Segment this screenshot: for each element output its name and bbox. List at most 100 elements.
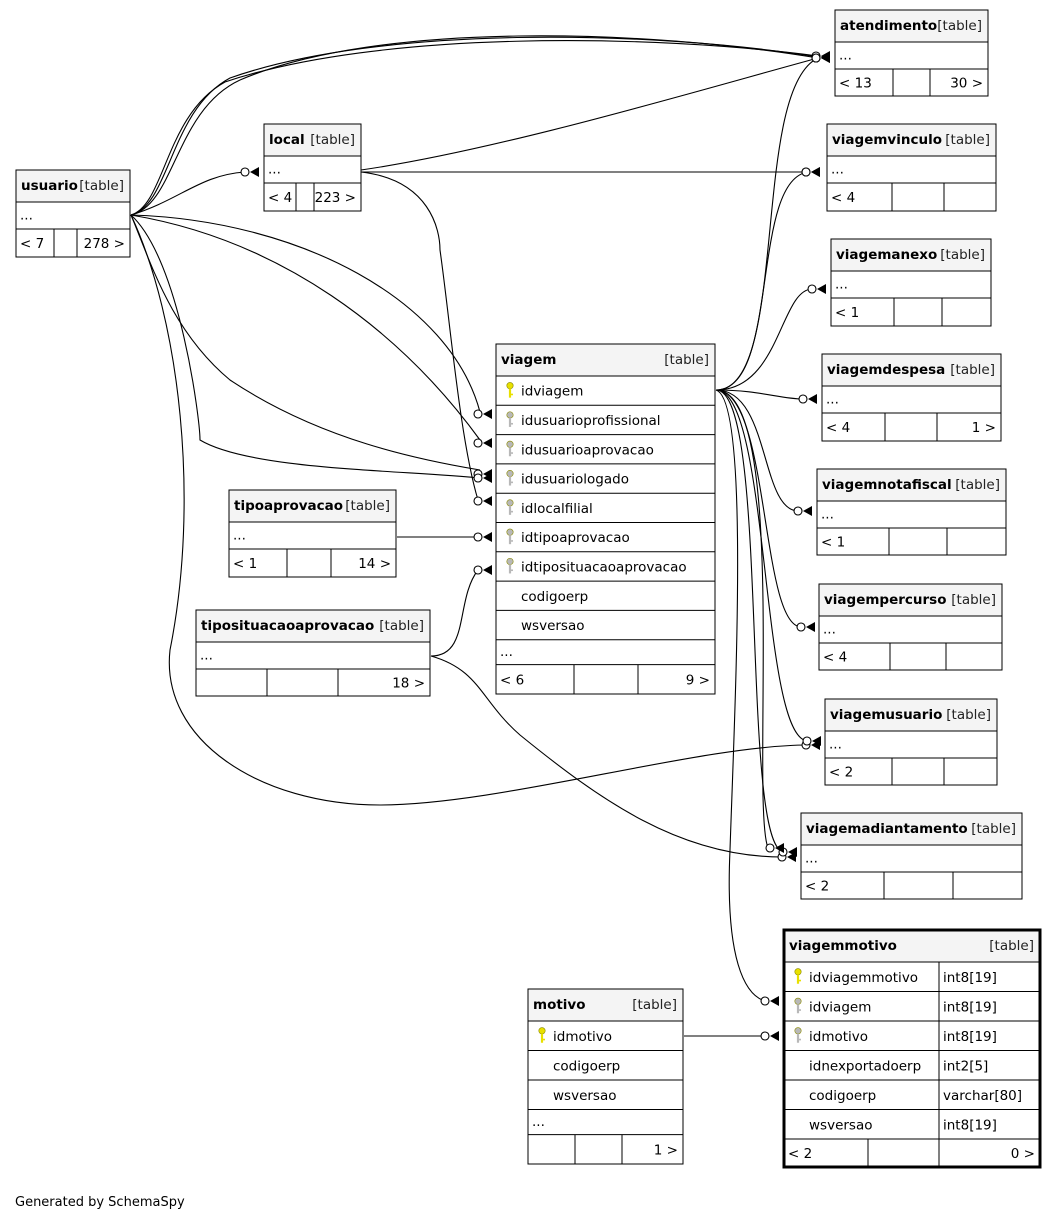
parents-count[interactable]: < 1 (821, 535, 845, 551)
foreign-key-icon (506, 528, 514, 545)
relationship-edge (130, 214, 492, 483)
column-name: idviagemmotivo (809, 970, 918, 986)
parents-count[interactable]: < 7 (20, 236, 44, 252)
column-row[interactable]: idviagemmotivo int8[19] (794, 968, 997, 986)
many-marker (775, 843, 784, 853)
parents-count[interactable]: < 4 (823, 650, 847, 666)
rows-count[interactable]: 9 > (686, 672, 710, 688)
foreign-key-icon (506, 411, 514, 427)
table-title: atendimento (840, 18, 937, 34)
optional-marker (473, 473, 483, 483)
table-title: motivo (533, 997, 586, 1013)
parents-count[interactable]: < 1 (835, 305, 859, 321)
table-viagemanexo[interactable]: viagemanexo[table]...< 1 (830, 238, 992, 327)
column-row[interactable]: codigoerp (521, 589, 588, 605)
table-viagemadiantamento[interactable]: viagemadiantamento[table]...< 2 (800, 812, 1023, 900)
table-viagemnotafiscal[interactable]: viagemnotafiscal[table]...< 1 (816, 468, 1007, 556)
parents-count[interactable]: < 2 (805, 879, 829, 895)
column-row[interactable]: idusuariologado (506, 470, 629, 488)
table-viagempercurso[interactable]: viagempercurso[table]...< 4 (818, 583, 1003, 671)
table-motivo[interactable]: motivo[table]idmotivocodigoerpwsversao..… (527, 988, 684, 1165)
many-marker (483, 532, 492, 542)
column-row[interactable]: codigoerp (553, 1058, 620, 1074)
table-tiposituacaoaprovacao[interactable]: tiposituacaoaprovacao[table]...18 > (195, 609, 431, 697)
rows-count[interactable]: 30 > (950, 76, 983, 92)
parents-count[interactable]: < 2 (788, 1146, 812, 1162)
column-row[interactable]: idlocalfilial (506, 499, 593, 517)
column-row[interactable]: wsversao (553, 1088, 617, 1104)
optional-marker (798, 394, 808, 404)
primary-key-icon (506, 382, 514, 398)
column-row[interactable]: idusuarioprofissional (506, 411, 661, 429)
optional-marker (473, 409, 483, 419)
column-name: wsversao (553, 1088, 617, 1104)
rows-count[interactable]: 223 > (315, 190, 356, 206)
column-type: int8[19] (943, 999, 997, 1015)
column-name: idtipoaprovacao (521, 530, 630, 546)
relationship-edge (360, 171, 492, 506)
column-row[interactable]: idtipoaprovacao (506, 528, 630, 546)
more-columns-indicator: ... (823, 622, 836, 638)
optional-marker (473, 565, 483, 575)
column-row[interactable]: idviagem (506, 382, 584, 400)
column-row[interactable]: idmotivo (538, 1027, 612, 1045)
optional-marker (473, 496, 483, 506)
foreign-key-icon (506, 499, 514, 515)
table-viagemusuario[interactable]: viagemusuario[table]...< 2 (824, 698, 998, 786)
parents-count[interactable]: < 2 (829, 765, 853, 781)
column-name: idusuarioaprovacao (521, 442, 654, 458)
rows-count[interactable]: 1 > (972, 420, 996, 436)
rows-count[interactable]: 0 > (1011, 1146, 1035, 1162)
many-marker (817, 284, 826, 294)
parents-count[interactable]: < 4 (826, 420, 850, 436)
table-title: viagemvinculo (832, 132, 942, 148)
table-viagem[interactable]: viagem[table]idviagemidusuarioprofission… (495, 343, 716, 695)
column-row[interactable]: idusuarioaprovacao (506, 440, 654, 458)
foreign-key-icon (506, 557, 514, 574)
relationship-edge (715, 389, 821, 746)
optional-marker (811, 53, 821, 63)
more-columns-indicator: ... (268, 162, 281, 178)
column-type: int8[19] (943, 1117, 997, 1133)
rows-count[interactable]: 278 > (84, 236, 125, 252)
more-columns-indicator: ... (805, 851, 818, 867)
parents-count[interactable]: < 4 (831, 190, 855, 206)
table-type-tag: [table] (79, 178, 124, 194)
many-marker (812, 736, 821, 746)
optional-marker (807, 284, 817, 294)
parents-count[interactable]: < 4 (268, 190, 292, 206)
optional-marker (473, 532, 483, 542)
foreign-key-icon (794, 997, 802, 1014)
many-marker (483, 565, 492, 575)
relationship-edge (130, 35, 830, 216)
rows-count[interactable]: 1 > (654, 1142, 678, 1158)
parents-count[interactable]: < 13 (839, 76, 872, 92)
table-title: viagem (501, 352, 556, 368)
rows-count[interactable]: 14 > (358, 556, 391, 572)
rows-count[interactable]: 18 > (392, 676, 425, 692)
parents-count[interactable]: < 1 (233, 556, 257, 572)
table-title: viagempercurso (824, 592, 946, 608)
column-name: idlocalfilial (521, 501, 593, 517)
column-type: int8[19] (943, 970, 997, 986)
many-marker (483, 496, 492, 506)
column-row[interactable]: wsversao (521, 618, 585, 634)
many-marker (483, 409, 492, 419)
relationship-edge (360, 53, 830, 171)
column-row[interactable]: idtiposituacaoaprovacao (506, 557, 687, 575)
table-title: viagemadiantamento (806, 821, 968, 837)
table-viagemvinculo[interactable]: viagemvinculo[table]...< 4 (826, 123, 997, 212)
parents-count[interactable]: < 6 (500, 672, 524, 688)
